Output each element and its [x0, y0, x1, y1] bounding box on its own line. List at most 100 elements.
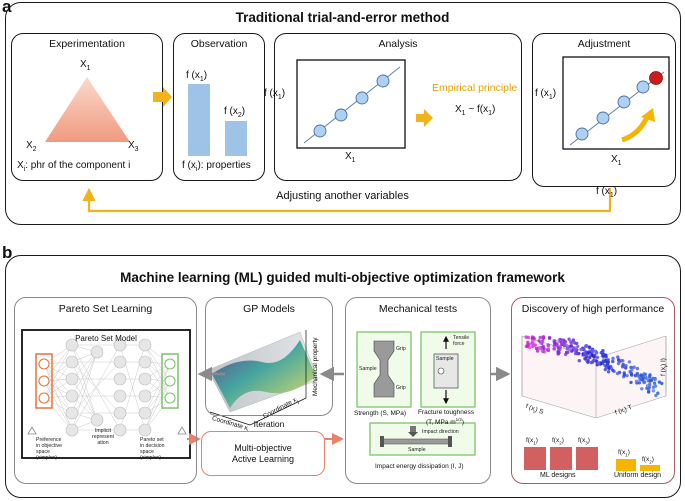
mal-line-1: Multi-objective — [234, 443, 292, 453]
simplex-left-icon — [27, 426, 37, 435]
pareto-model-title: Pareto Set Model — [75, 334, 137, 343]
scatter-point — [541, 335, 546, 339]
scatter-point — [582, 348, 586, 352]
scatter-point — [576, 344, 580, 349]
scatter-point — [624, 364, 628, 368]
scatter-point — [639, 373, 643, 377]
scatter-point — [586, 350, 590, 355]
nn-hidden-nodes — [65, 338, 152, 437]
scatter-point — [653, 384, 658, 388]
iteration-label: Iteration — [253, 419, 285, 429]
scatter-point — [571, 338, 575, 342]
scatter-point — [590, 348, 594, 353]
scatter-point — [618, 359, 622, 363]
scatter-point — [647, 386, 651, 390]
toughness-label-2: (T, MPa m1/2) — [426, 417, 465, 427]
observation-caption: f (xi): properties — [182, 160, 251, 173]
analysis-points — [313, 74, 390, 138]
empirical-principle: Empirical principle — [432, 82, 518, 94]
scatter-point — [562, 342, 566, 346]
scatter-point — [601, 349, 605, 353]
adjustment-xlabel: X1 — [611, 154, 622, 167]
input-nodes — [38, 358, 50, 404]
experimentation-caption: Xi: phr of the component i — [17, 160, 131, 173]
scatter-point — [629, 380, 633, 385]
simplex-right-icon — [177, 426, 187, 435]
uni-bar-2-label: f(x2) — [642, 456, 654, 465]
analysis-xlabel: X1 — [345, 151, 356, 164]
scatter-point — [605, 363, 610, 367]
triangle-label-x2: X2 — [26, 140, 37, 153]
toughness-label-1: Fracture toughness — [418, 409, 475, 416]
mech-title: Mechanical tests — [378, 303, 458, 315]
scatter-point — [649, 378, 654, 383]
scatter-point — [526, 335, 530, 340]
scatter-point — [627, 360, 632, 364]
scatter-point — [589, 360, 593, 365]
scatter-point — [584, 343, 588, 348]
scatter-point — [557, 339, 561, 343]
composition-triangle — [45, 77, 130, 142]
optimum-point — [649, 71, 663, 85]
discovery-title: Discovery of high performance — [521, 303, 665, 315]
scatter-point — [634, 379, 639, 383]
analysis-box — [274, 33, 522, 181]
scatter-point — [646, 390, 651, 394]
panel-a — [5, 2, 681, 225]
impact-label: Impact energy dissipation (I, J) — [375, 463, 464, 470]
scatter-point — [654, 393, 658, 398]
scatter-point — [565, 346, 569, 351]
output-layer-frame — [161, 353, 179, 409]
observation-box — [173, 33, 265, 181]
arrow-analysis-adjust — [416, 109, 433, 127]
scatter-point — [547, 336, 552, 340]
scatter-point — [552, 347, 556, 351]
scatter-point — [558, 345, 562, 349]
analysis-title: Analysis — [378, 38, 418, 50]
arrow-exp-obs — [153, 87, 172, 107]
panel-b-letter: b — [2, 243, 13, 262]
scatter-point — [622, 373, 626, 377]
scatter-point — [538, 335, 542, 340]
ml-bar-1-label: f(x1) — [526, 437, 538, 446]
gp-models-box — [205, 297, 333, 416]
scatter-point — [569, 340, 573, 344]
panel-a-title: Traditional trial-and-error method — [235, 10, 450, 25]
scatter-point — [615, 371, 620, 376]
adjustment-plot-frame — [562, 56, 670, 150]
scatter-point — [568, 344, 572, 348]
triangle-label-x1: X1 — [80, 59, 91, 72]
scatter-point — [577, 359, 581, 363]
uniform-design-bar-2 — [640, 465, 660, 471]
scatter-point — [604, 365, 608, 369]
sample-label: Sample — [359, 366, 377, 372]
scatter-point — [566, 350, 570, 354]
observation-title: Observation — [190, 38, 248, 50]
scatter-point — [656, 391, 660, 395]
adjustment-points — [575, 80, 650, 141]
discovery-scatter — [524, 335, 664, 398]
panel-a-letter: a — [2, 0, 12, 16]
scatter-point — [640, 387, 644, 391]
scatter-point — [573, 341, 577, 345]
panel-b-title: Machine learning (ML) guided multi-objec… — [120, 270, 565, 285]
scatter-point — [595, 355, 599, 360]
grip-bottom-label: Grip — [396, 385, 406, 391]
scatter-point — [600, 352, 605, 356]
pareto-title: Pareto Set Learning — [58, 303, 153, 315]
scatter-point — [625, 373, 629, 378]
scatter-point — [535, 349, 540, 353]
scatter-point — [611, 356, 615, 361]
dogbone-specimen — [373, 340, 395, 398]
gp-surface — [207, 330, 319, 426]
scatter-point — [546, 347, 551, 351]
discovery-axes — [521, 335, 667, 419]
scatter-point — [533, 343, 537, 347]
discovery-axis-i: f (xi) I) — [660, 358, 669, 376]
observation-bar-1-label: f (x1) — [186, 70, 208, 83]
scatter-point — [525, 344, 529, 348]
output-nodes — [164, 358, 176, 404]
sample2-label: Sample — [436, 356, 454, 362]
